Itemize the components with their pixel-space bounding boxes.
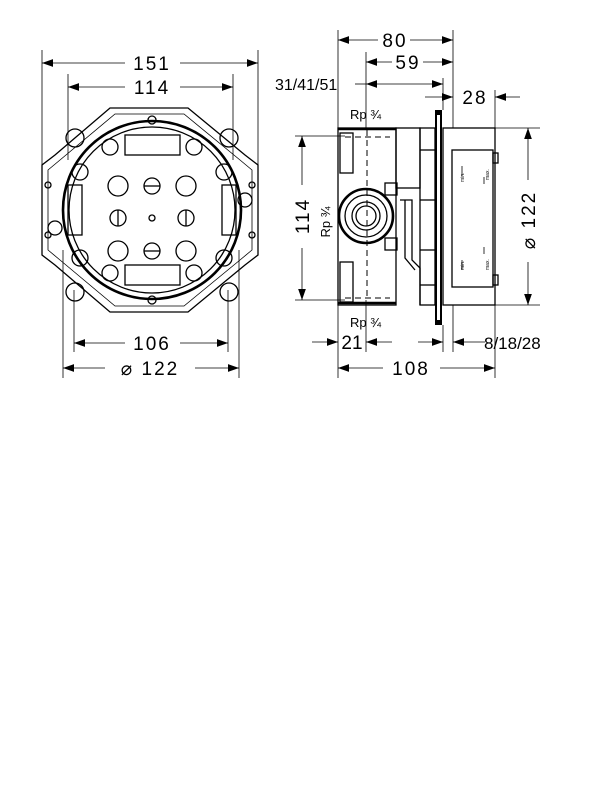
thread-bottom-label: Rp ¾ — [350, 315, 381, 330]
dim-151-label: 151 — [133, 54, 171, 75]
clamps — [67, 134, 237, 286]
mounting-lugs — [44, 115, 256, 305]
dimension-diameter-122-vertical: ⌀ 122 — [519, 128, 540, 305]
dim-108-label: 108 — [392, 359, 430, 380]
dimension-31-41-51: 31/41/51 — [275, 77, 443, 94]
dimension-diameter-122: ⌀ 122 — [63, 359, 239, 380]
dimension-8-18-28: 8/18/28 — [418, 334, 541, 353]
dimension-106: 106 — [74, 334, 228, 355]
dim-31-41-51-label: 31/41/51 — [275, 77, 337, 94]
extension-lines — [41, 50, 259, 378]
thread-side-label: Rp ¾ — [318, 206, 333, 237]
min-label-bottom: min. — [460, 261, 466, 270]
dimension-21: 21 — [312, 333, 392, 354]
valve-body — [337, 127, 436, 306]
cover-box: min. max. min. max. — [442, 127, 499, 306]
octagon-housing — [41, 107, 259, 313]
side-view: 80 59 31/41/51 28 Rp ¾ Rp ¾ — [275, 30, 541, 380]
dim-114-label: 114 — [134, 78, 170, 99]
min-label-top: min. — [460, 173, 466, 182]
dim-8-18-28-label: 8/18/28 — [484, 334, 541, 353]
dimension-114-vertical: 114 Rp ¾ — [293, 136, 333, 300]
dimension-59: 59 — [366, 53, 453, 74]
dimension-151: 151 — [42, 54, 258, 75]
dimension-114: 114 — [68, 78, 233, 99]
thread-top-label: Rp ¾ — [350, 107, 381, 122]
front-view: 151 114 — [41, 50, 259, 380]
dimension-28: 28 — [425, 88, 520, 109]
mounting-ring — [61, 119, 243, 301]
dim-106-label: 106 — [133, 334, 171, 355]
dim-28-label: 28 — [462, 88, 487, 109]
max-label-top: max. — [485, 169, 491, 180]
knockout-holes — [107, 175, 197, 262]
inlet-port — [337, 187, 395, 245]
dimension-108: 108 — [338, 359, 495, 380]
dimension-80: 80 — [338, 31, 453, 52]
dim-59-label: 59 — [395, 53, 420, 74]
dim-diameter-label: ⌀ 122 — [121, 359, 179, 380]
max-label-bottom: max. — [485, 259, 491, 270]
dim-diameter-vertical-label: ⌀ 122 — [519, 191, 540, 249]
dim-114-vertical-label: 114 — [293, 198, 314, 234]
dim-80-label: 80 — [382, 31, 407, 52]
dim-21-label: 21 — [341, 333, 362, 354]
